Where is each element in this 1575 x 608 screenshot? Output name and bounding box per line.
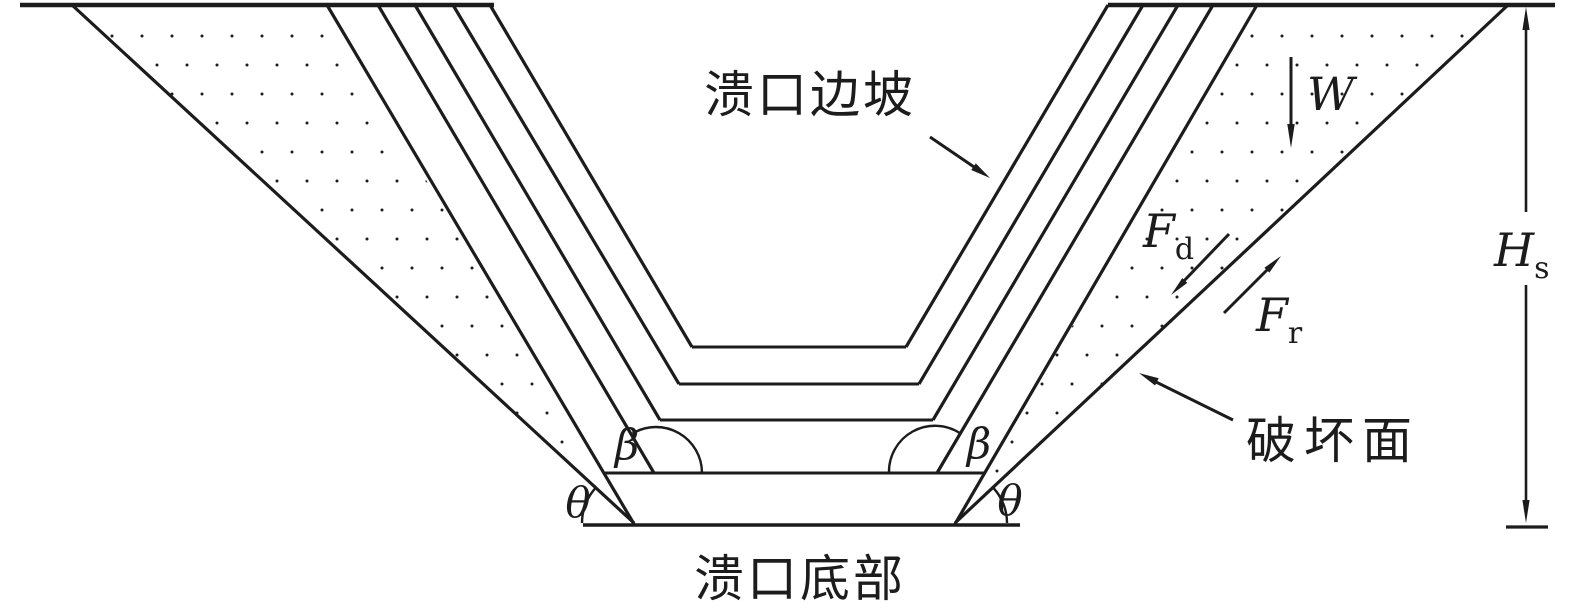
theta-label-left: θ xyxy=(565,478,590,527)
theta-angle-arc-left xyxy=(580,486,597,524)
theta-angle-arc-right xyxy=(992,486,1009,524)
resisting-force-label: Fr xyxy=(1255,288,1303,351)
height-dimension-arrow-top xyxy=(1522,7,1530,30)
breach-slope-line-left-inner xyxy=(488,4,694,348)
breach-slope-line-right-4 xyxy=(917,4,1145,385)
breach-bottom-label: 溃口底部 xyxy=(694,550,906,608)
beta-angle-arc-right xyxy=(887,424,962,474)
breach-slope-line-right-outer xyxy=(953,4,1259,525)
breach-slope-line-left-3 xyxy=(413,4,662,421)
breach-slope-pointer-arrow xyxy=(929,135,990,178)
breach-slope-line-right-inner xyxy=(904,4,1110,348)
beta-angle-arc-left xyxy=(631,425,704,474)
resisting-force-arrow xyxy=(1222,256,1281,315)
breach-slope-line-left-outer xyxy=(325,4,636,525)
weight-arrow xyxy=(1287,57,1295,148)
breach-slope-line-left-4 xyxy=(451,4,681,385)
failure-surface-line-left xyxy=(70,3,636,525)
breach-slope-label: 溃口边坡 xyxy=(704,66,916,124)
breach-slope-line-right-3 xyxy=(931,4,1180,421)
breach-slope-line-left-2 xyxy=(376,4,656,474)
driving-force-arrow xyxy=(1171,232,1231,295)
failure-surface-line-right xyxy=(953,3,1510,525)
height-dimension-line xyxy=(1506,7,1548,529)
height-label: Hs xyxy=(1493,223,1550,286)
beta-label-right: β xyxy=(965,419,991,468)
weight-label: W xyxy=(1307,67,1358,121)
failure-surface-pointer-arrow xyxy=(1139,373,1234,422)
failure-surface-label: 破坏面 xyxy=(1246,412,1420,470)
breach-slope-line-right-2 xyxy=(935,4,1215,474)
driving-force-label: Fd xyxy=(1142,204,1194,267)
beta-label-left: β xyxy=(613,420,639,469)
height-dimension-arrow-bottom xyxy=(1522,500,1530,523)
theta-label-right: θ xyxy=(997,476,1022,525)
